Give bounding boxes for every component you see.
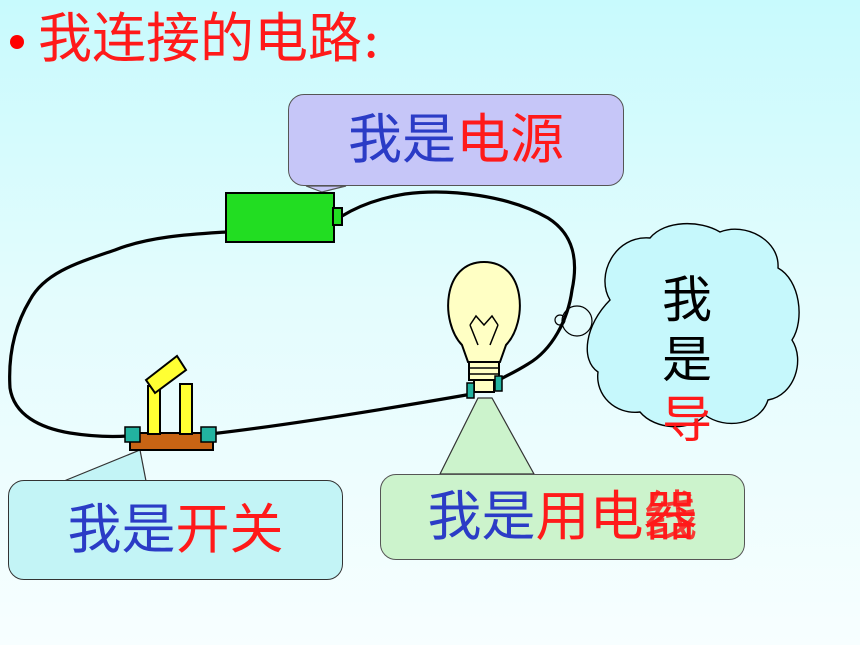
cloud-text: 我 是 导 bbox=[657, 270, 717, 450]
switch-icon bbox=[124, 354, 217, 451]
load-callout-pointer bbox=[439, 397, 536, 475]
power-source-callout: 我是电源 bbox=[288, 94, 624, 186]
page-title: 我连接的电路: bbox=[10, 4, 380, 74]
power-callout-pointer bbox=[305, 185, 347, 193]
power-callout-highlight: 电源 bbox=[456, 108, 564, 171]
cloud-char-3: 导 bbox=[662, 391, 712, 449]
switch-callout-highlight: 开关 bbox=[175, 498, 284, 561]
thought-cloud-icon bbox=[554, 223, 800, 428]
switch-callout-pointer bbox=[63, 449, 147, 482]
wire-battery-switch bbox=[8, 230, 228, 439]
load-callout-prefix: 我是 bbox=[427, 485, 536, 548]
power-callout-prefix: 我是 bbox=[348, 108, 456, 171]
cloud-char-2: 是 bbox=[662, 331, 712, 389]
bullet-icon bbox=[10, 35, 24, 49]
battery-icon bbox=[225, 192, 343, 243]
cloud-char-1: 我 bbox=[662, 271, 712, 329]
page-title-text: 我连接的电路: bbox=[38, 7, 381, 70]
wire-switch-bulb bbox=[208, 392, 474, 436]
switch-callout-prefix: 我是 bbox=[67, 498, 176, 561]
wire-battery-bulb bbox=[340, 190, 577, 384]
bulb-icon bbox=[447, 260, 521, 399]
load-callout: 我是用电器线 bbox=[380, 474, 745, 560]
switch-callout: 我是开关 bbox=[8, 480, 343, 580]
load-callout-highlight-wrap: 用电器线 bbox=[536, 490, 698, 544]
load-callout-overlap-char: 线 bbox=[643, 485, 698, 548]
wires bbox=[8, 190, 577, 439]
load-callout-highlight: 用电器 bbox=[535, 485, 698, 548]
